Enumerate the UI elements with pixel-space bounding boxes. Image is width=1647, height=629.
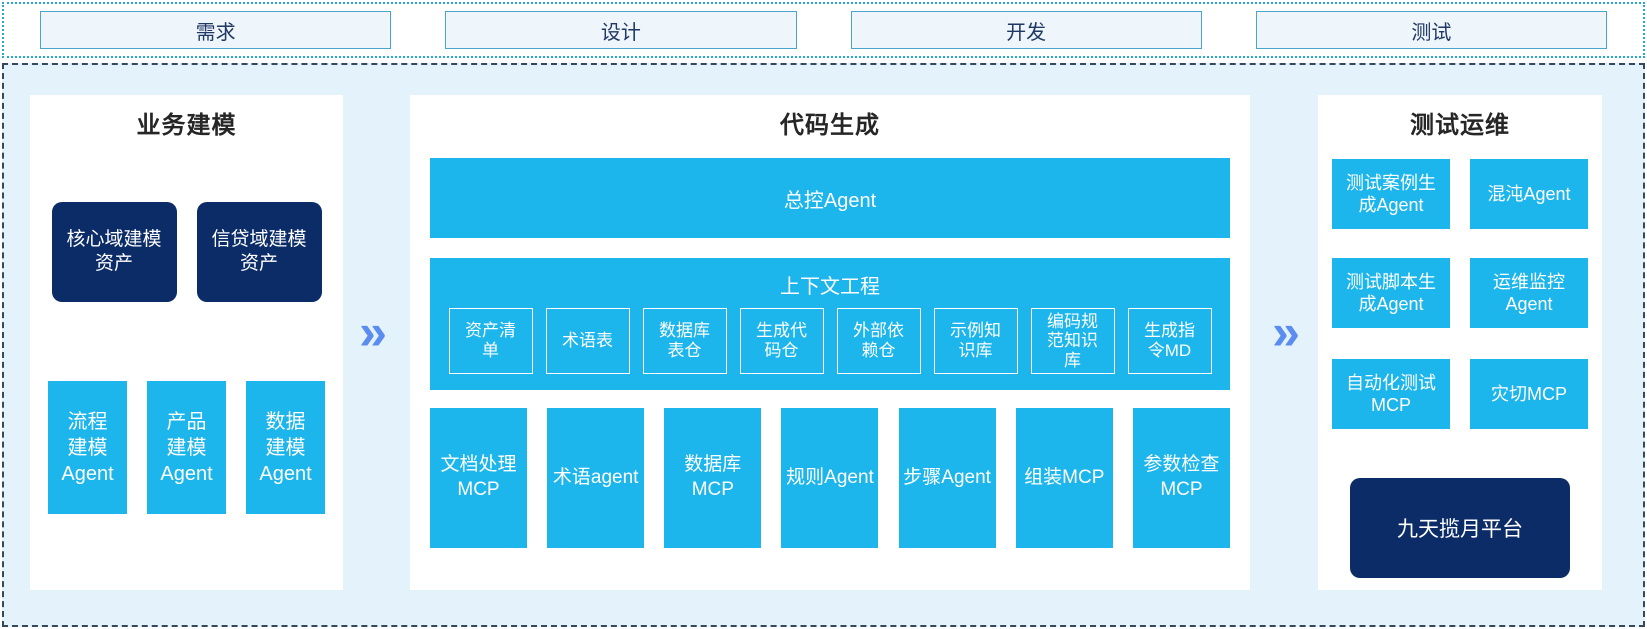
param-check-mcp-box: 参数检查MCP [1132, 408, 1230, 548]
assembly-mcp-box: 组装MCP [1015, 408, 1113, 548]
ops-monitor-agent-box: 运维监控Agent [1470, 258, 1588, 328]
phase-box-development: 开发 [850, 11, 1202, 49]
phase-box-design: 设计 [445, 11, 797, 49]
context-item-asset-list: 资产清单 [448, 308, 533, 374]
context-item-coding-standard-kb: 编码规范知识库 [1030, 308, 1115, 374]
main-container: 业务建模 核心域建模资产 信贷域建模资产 流程建模Agent 产品建模Agent… [2, 63, 1645, 627]
context-item-generated-code-repo: 生成代码仓 [739, 308, 824, 374]
core-domain-asset-box: 核心域建模资产 [51, 202, 177, 302]
modeling-agent-row: 流程建模Agent 产品建模Agent 数据建模Agent [30, 381, 343, 514]
phase-box-requirements: 需求 [40, 11, 392, 49]
doc-processing-mcp-box: 文档处理MCP [430, 408, 527, 548]
context-engineering-title: 上下文工程 [780, 276, 880, 298]
database-mcp-box: 数据库MCP [664, 408, 762, 548]
context-item-external-deps-repo: 外部依赖仓 [836, 308, 921, 374]
context-engineering-box: 上下文工程 资产清单 术语表 数据库表仓 生成代码仓 外部依赖仓 示例知识库 编… [430, 258, 1230, 390]
chevron-right-icon: » [1272, 304, 1300, 360]
chaos-agent-box: 混沌Agent [1470, 159, 1588, 229]
test-ops-row-3: 自动化测试MCP 灾切MCP [1318, 359, 1602, 429]
panel-title-code-generation: 代码生成 [780, 112, 880, 139]
test-ops-row-2: 测试脚本生成Agent 运维监控Agent [1318, 258, 1602, 328]
panel-title-business-modeling: 业务建模 [136, 112, 237, 139]
test-ops-row-1: 测试案例生成Agent 混沌Agent [1318, 159, 1602, 229]
chevron-right-icon: » [359, 304, 387, 360]
process-modeling-agent-box: 流程建模Agent [48, 381, 127, 514]
context-item-db-table-repo: 数据库表仓 [642, 308, 727, 374]
glossary-agent-box: 术语agent [547, 408, 645, 548]
phase-box-testing: 测试 [1255, 11, 1607, 49]
panel-test-ops: 测试运维 测试案例生成Agent 混沌Agent 测试脚本生成Agent 运维监… [1318, 95, 1602, 590]
panel-business-modeling: 业务建模 核心域建模资产 信贷域建模资产 流程建模Agent 产品建模Agent… [30, 95, 343, 590]
master-agent-bar: 总控Agent [430, 158, 1230, 238]
context-item-example-kb: 示例知识库 [933, 308, 1018, 374]
context-item-row: 资产清单 术语表 数据库表仓 生成代码仓 外部依赖仓 示例知识库 编码规范知识库… [448, 308, 1212, 374]
panel-code-generation: 代码生成 总控Agent 上下文工程 资产清单 术语表 数据库表仓 生成代码仓 … [410, 95, 1250, 590]
phase-strip: 需求 设计 开发 测试 [2, 2, 1645, 58]
jiutian-lanyue-platform-box: 九天揽月平台 [1350, 478, 1570, 578]
credit-domain-asset-box: 信贷域建模资产 [196, 202, 322, 302]
product-modeling-agent-box: 产品建模Agent [147, 381, 226, 514]
disaster-switch-mcp-box: 灾切MCP [1470, 359, 1588, 429]
step-agent-box: 步骤Agent [898, 408, 996, 548]
panel-title-test-ops: 测试运维 [1410, 112, 1510, 139]
auto-test-mcp-box: 自动化测试MCP [1332, 359, 1450, 429]
context-item-glossary: 术语表 [545, 308, 630, 374]
test-case-gen-agent-box: 测试案例生成Agent [1332, 159, 1450, 229]
data-modeling-agent-box: 数据建模Agent [246, 381, 325, 514]
test-script-gen-agent-box: 测试脚本生成Agent [1332, 258, 1450, 328]
mcp-agent-row: 文档处理MCP 术语agent 数据库MCP 规则Agent 步骤Agent 组… [430, 408, 1230, 548]
rule-agent-box: 规则Agent [781, 408, 879, 548]
modeling-asset-row: 核心域建模资产 信贷域建模资产 [30, 202, 343, 302]
context-item-generate-instruction-md: 生成指令MD [1127, 308, 1212, 374]
